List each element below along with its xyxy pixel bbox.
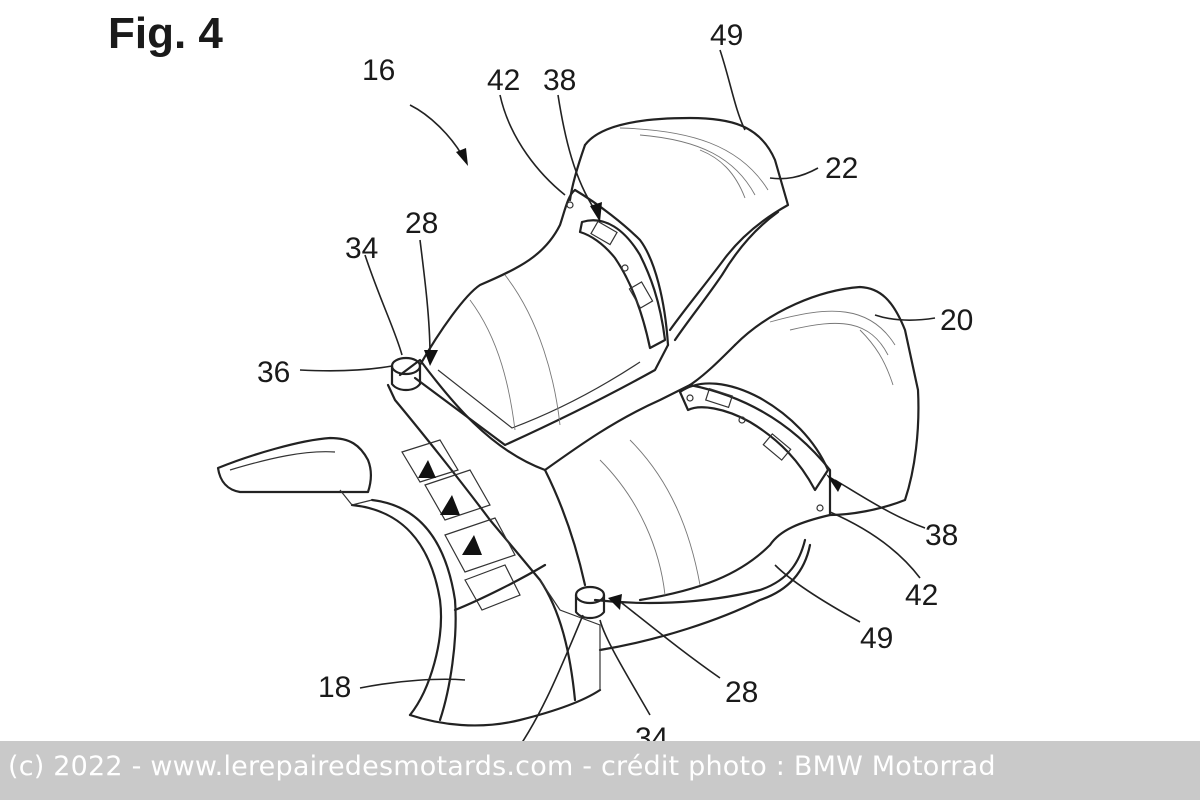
lower-seat-base bbox=[543, 382, 832, 652]
ref-20: 20 bbox=[940, 304, 973, 337]
ref-38-right: 38 bbox=[925, 519, 958, 552]
rear-seat-cushion bbox=[568, 116, 790, 342]
ref-22: 22 bbox=[825, 152, 858, 185]
ref-34-left: 34 bbox=[345, 232, 378, 265]
ref-28-bottom: 28 bbox=[725, 676, 758, 709]
ref-42-right: 42 bbox=[905, 579, 938, 612]
ref-49-bottom: 49 bbox=[860, 622, 893, 655]
credit-bar: (c) 2022 - www.lerepairedesmotards.com -… bbox=[0, 741, 1200, 800]
ref-38-top: 38 bbox=[543, 64, 576, 97]
ref-49-top: 49 bbox=[710, 19, 743, 52]
front-seat-cushion bbox=[688, 285, 920, 517]
leader-lines bbox=[299, 49, 936, 761]
ref-28-left: 28 bbox=[405, 207, 438, 240]
ref-18: 18 bbox=[318, 671, 351, 704]
credit-text: (c) 2022 - www.lerepairedesmotards.com -… bbox=[8, 751, 996, 782]
ref-42-top: 42 bbox=[487, 64, 520, 97]
ref-36: 36 bbox=[257, 356, 290, 389]
pivot-lower bbox=[574, 585, 606, 620]
figure-title: Fig. 4 bbox=[108, 9, 223, 58]
ref-16: 16 bbox=[362, 54, 395, 87]
upper-seat-base bbox=[413, 188, 670, 447]
